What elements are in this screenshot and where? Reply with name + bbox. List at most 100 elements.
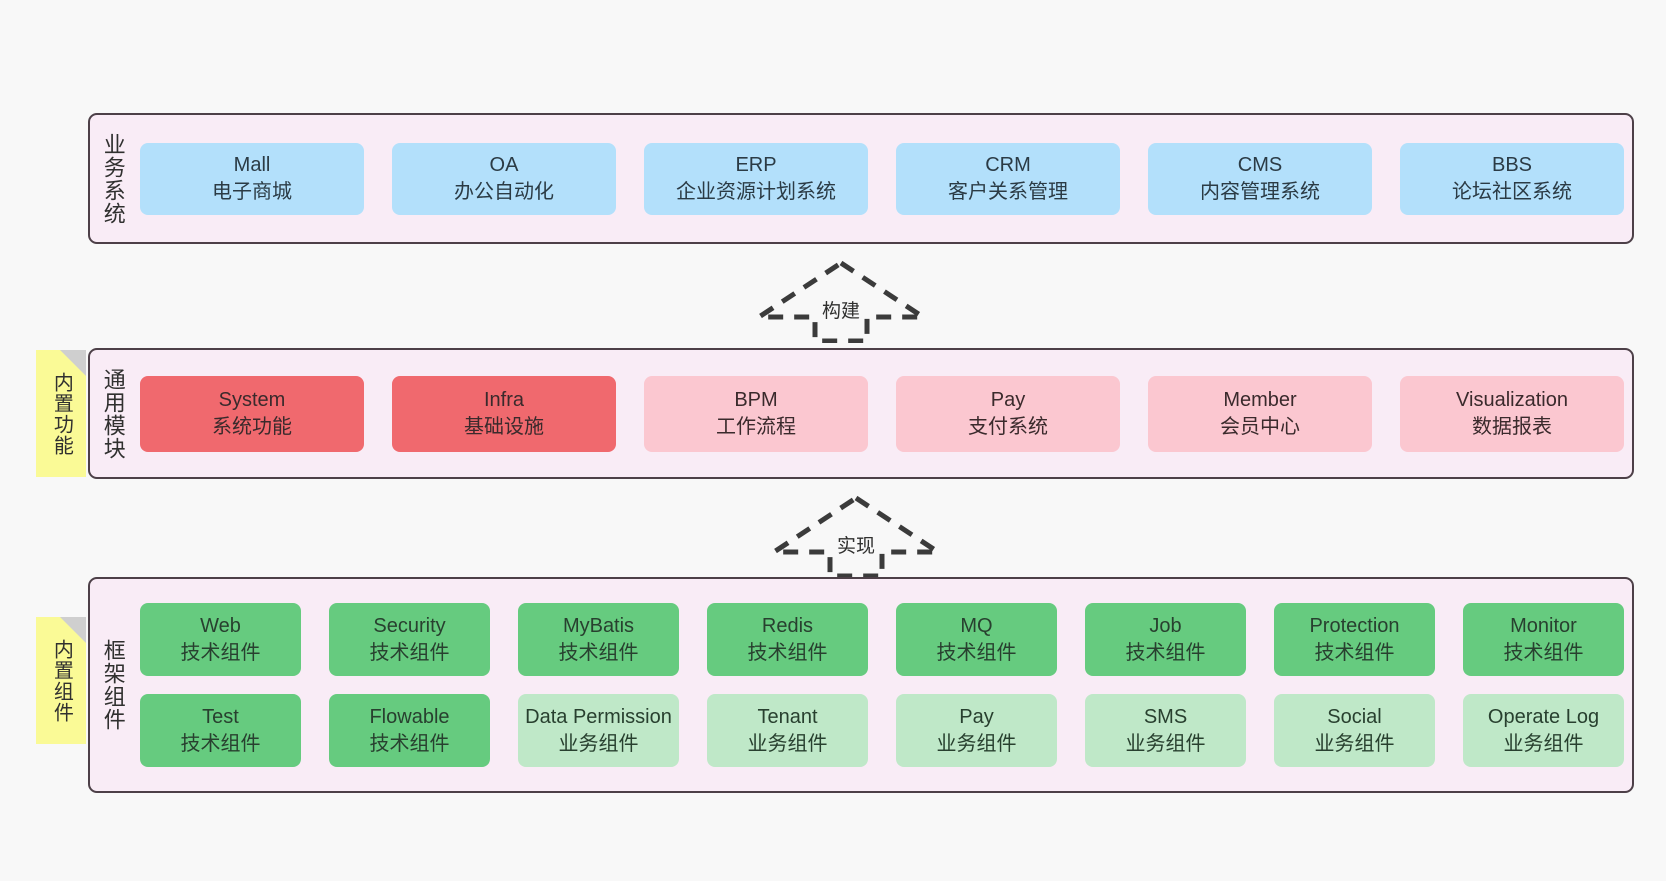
- card-erp[interactable]: ERP 企业资源计划系统: [644, 142, 868, 215]
- card-title: CMS: [1237, 154, 1283, 177]
- note-builtin-function: 内置功能: [36, 350, 86, 477]
- card-infra[interactable]: Infra 基础设施: [392, 375, 616, 452]
- card-title: Mall: [233, 154, 271, 177]
- note-label: 内置组件: [50, 638, 73, 723]
- card-title: BPM: [734, 389, 778, 412]
- card-pay[interactable]: Pay 支付系统: [896, 375, 1120, 452]
- card-subtitle: 系统功能: [212, 415, 292, 438]
- card-subtitle: 业务组件: [1125, 732, 1206, 755]
- card-pay-business[interactable]: Pay 业务组件: [896, 694, 1057, 767]
- card-redis[interactable]: Redis 技术组件: [707, 603, 868, 676]
- card-subtitle: 客户关系管理: [948, 180, 1068, 203]
- card-security[interactable]: Security 技术组件: [329, 603, 490, 676]
- card-subtitle: 内容管理系统: [1200, 180, 1320, 203]
- card-subtitle: 工作流程: [716, 415, 796, 438]
- layer-title-business: 业务系统: [100, 132, 126, 225]
- card-crm[interactable]: CRM 客户关系管理: [896, 142, 1120, 215]
- card-title: Flowable: [369, 706, 450, 729]
- card-subtitle: 数据报表: [1472, 415, 1552, 438]
- card-title: Operate Log: [1487, 706, 1600, 729]
- card-subtitle: 支付系统: [968, 415, 1048, 438]
- card-oa[interactable]: OA 办公自动化: [392, 142, 616, 215]
- card-title: Pay: [959, 706, 994, 729]
- card-title: SMS: [1143, 706, 1188, 729]
- card-subtitle: 技术组件: [1314, 641, 1395, 664]
- arrow-implement-generalization: 实现: [768, 492, 944, 578]
- card-subtitle: 技术组件: [369, 732, 450, 755]
- card-subtitle: 业务组件: [558, 732, 639, 755]
- card-row: Mall 电子商城 OA 办公自动化 ERP 企业资源计划系统 CRM 客户关系…: [140, 142, 1624, 215]
- card-title: CRM: [985, 154, 1031, 177]
- card-bbs[interactable]: BBS 论坛社区系统: [1400, 142, 1624, 215]
- card-subtitle: 企业资源计划系统: [676, 180, 836, 203]
- card-title: Protection: [1309, 615, 1400, 638]
- note-label: 内置功能: [50, 371, 73, 456]
- card-data-permission[interactable]: Data Permission 业务组件: [518, 694, 679, 767]
- card-subtitle: 业务组件: [1314, 732, 1395, 755]
- card-tenant[interactable]: Tenant 业务组件: [707, 694, 868, 767]
- card-social[interactable]: Social 业务组件: [1274, 694, 1435, 767]
- card-subtitle: 技术组件: [558, 641, 639, 664]
- card-operate-log[interactable]: Operate Log 业务组件: [1463, 694, 1624, 767]
- card-row: Web 技术组件 Security 技术组件 MyBatis 技术组件 Redi…: [140, 603, 1624, 676]
- card-cms[interactable]: CMS 内容管理系统: [1148, 142, 1372, 215]
- arrow-label-implement: 实现: [836, 536, 876, 557]
- layer-title-framework: 框架组件: [100, 639, 126, 731]
- layer-body-common: System 系统功能 Infra 基础设施 BPM 工作流程 Pay 支付系统…: [136, 350, 1632, 477]
- card-subtitle: 办公自动化: [454, 180, 554, 203]
- card-subtitle: 电子商城: [212, 180, 292, 203]
- card-title: Tenant: [757, 706, 818, 729]
- card-subtitle: 技术组件: [747, 641, 828, 664]
- card-row: Test 技术组件 Flowable 技术组件 Data Permission …: [140, 694, 1624, 767]
- card-mall[interactable]: Mall 电子商城: [140, 142, 364, 215]
- card-subtitle: 技术组件: [180, 641, 261, 664]
- card-visualization[interactable]: Visualization 数据报表: [1400, 375, 1624, 452]
- card-subtitle: 会员中心: [1220, 415, 1300, 438]
- arrow-build-generalization: 构建: [753, 257, 929, 343]
- card-subtitle: 技术组件: [1125, 641, 1206, 664]
- card-title: Social: [1327, 706, 1382, 729]
- card-title: OA: [489, 154, 519, 177]
- card-protection[interactable]: Protection 技术组件: [1274, 603, 1435, 676]
- card-title: MQ: [960, 615, 993, 638]
- card-bpm[interactable]: BPM 工作流程: [644, 375, 868, 452]
- layer-business-systems: 业务系统 Mall 电子商城 OA 办公自动化 ERP 企业资源计划系统 CRM…: [88, 113, 1634, 244]
- layer-body-framework: Web 技术组件 Security 技术组件 MyBatis 技术组件 Redi…: [136, 579, 1632, 791]
- card-title: System: [218, 389, 286, 412]
- card-monitor[interactable]: Monitor 技术组件: [1463, 603, 1624, 676]
- card-subtitle: 业务组件: [747, 732, 828, 755]
- card-system[interactable]: System 系统功能: [140, 375, 364, 452]
- layer-title-common: 通用模块: [100, 367, 126, 460]
- card-subtitle: 技术组件: [369, 641, 450, 664]
- page-fold-icon: [60, 617, 86, 643]
- card-title: Web: [200, 615, 241, 638]
- page-fold-icon: [60, 350, 86, 376]
- card-member[interactable]: Member 会员中心: [1148, 375, 1372, 452]
- card-title: MyBatis: [562, 615, 635, 638]
- card-subtitle: 技术组件: [1503, 641, 1584, 664]
- card-title: Pay: [990, 389, 1026, 412]
- card-title: ERP: [735, 154, 777, 177]
- card-test[interactable]: Test 技术组件: [140, 694, 301, 767]
- card-job[interactable]: Job 技术组件: [1085, 603, 1246, 676]
- arrow-label-build: 构建: [821, 301, 861, 322]
- card-title: Visualization: [1456, 389, 1568, 412]
- card-subtitle: 业务组件: [936, 732, 1017, 755]
- layer-common-modules: 通用模块 System 系统功能 Infra 基础设施 BPM 工作流程 Pay…: [88, 348, 1634, 479]
- card-title: Security: [373, 615, 446, 638]
- card-title: Monitor: [1510, 615, 1577, 638]
- card-title: Job: [1149, 615, 1182, 638]
- layer-framework-components: 框架组件 Web 技术组件 Security 技术组件 MyBatis 技术组件…: [88, 577, 1634, 793]
- layer-body-business: Mall 电子商城 OA 办公自动化 ERP 企业资源计划系统 CRM 客户关系…: [136, 115, 1632, 242]
- card-mybatis[interactable]: MyBatis 技术组件: [518, 603, 679, 676]
- card-subtitle: 技术组件: [936, 641, 1017, 664]
- card-web[interactable]: Web 技术组件: [140, 603, 301, 676]
- card-title: Member: [1223, 389, 1297, 412]
- card-mq[interactable]: MQ 技术组件: [896, 603, 1057, 676]
- card-sms[interactable]: SMS 业务组件: [1085, 694, 1246, 767]
- card-subtitle: 论坛社区系统: [1452, 180, 1572, 203]
- card-flowable[interactable]: Flowable 技术组件: [329, 694, 490, 767]
- card-title: Infra: [483, 389, 525, 412]
- card-subtitle: 技术组件: [180, 732, 261, 755]
